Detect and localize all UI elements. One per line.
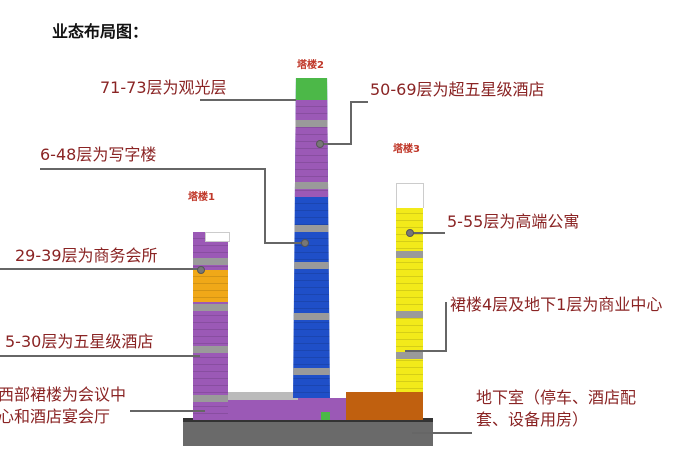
marker-dot (197, 266, 205, 274)
label-conference-2: 心和酒店宴会厅 (0, 407, 111, 426)
podium-strip (228, 392, 298, 400)
tower2 (293, 78, 330, 398)
marker-dot (301, 239, 309, 247)
marker-dot (406, 229, 414, 237)
label-club: 29-39层为商务会所 (15, 246, 158, 265)
label-basement-2: 套、设备用房） (476, 410, 589, 429)
label-basement-1: 地下室（停车、酒店配 (476, 388, 637, 407)
label-observation: 71-73层为观光层 (100, 78, 227, 97)
label-office: 6-48层为写字楼 (40, 145, 157, 164)
marker-dot (316, 140, 324, 148)
tower1 (193, 232, 228, 420)
label-conference-1: 西部裙楼为会议中 (0, 385, 127, 404)
west-podium (193, 398, 361, 420)
tower3-crown (396, 183, 424, 208)
page-title: 业态布局图： (52, 22, 149, 41)
green-block (321, 412, 330, 420)
basement-base (183, 418, 433, 446)
tower3-label: 塔楼3 (393, 144, 420, 155)
tower3 (396, 207, 423, 392)
label-super-hotel: 50-69层为超五星级酒店 (370, 80, 545, 99)
label-apartment: 5-55层为高端公寓 (447, 212, 580, 231)
label-commercial: 裙楼4层及地下1层为商业中心 (450, 295, 663, 314)
tower1-crown (205, 232, 230, 242)
tower1-label: 塔楼1 (188, 192, 215, 203)
label-hotel: 5-30层为五星级酒店 (5, 332, 154, 351)
tower2-label: 塔楼2 (297, 60, 324, 71)
commercial-podium (346, 392, 423, 420)
